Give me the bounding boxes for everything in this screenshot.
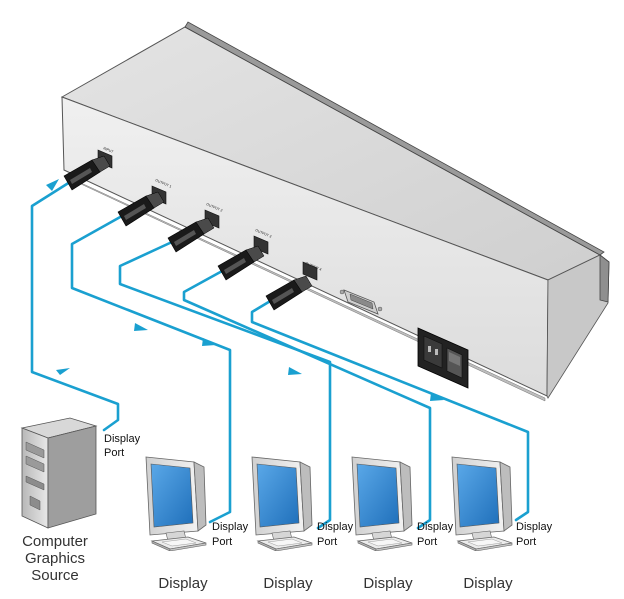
cable-arrow-icon <box>46 179 59 191</box>
source-caption: Computer Graphics Source <box>22 533 88 584</box>
output-port-4-label: OUTPUT 4 <box>305 261 322 271</box>
displayport-plug-out-3 <box>217 245 265 281</box>
displayport-plug-input <box>63 155 111 191</box>
output-cable-2 <box>118 240 332 530</box>
output-cable-4 <box>250 298 530 522</box>
monitor-1 <box>145 456 207 551</box>
output-cable-1 <box>70 214 232 524</box>
displayport-plug-out-1 <box>117 191 165 227</box>
input-cable <box>30 179 120 432</box>
cable-arrow-icon <box>430 393 444 401</box>
source-caption-line2: Graphics <box>25 550 85 567</box>
display-3-caption: Display <box>363 575 413 592</box>
output-port-3-label: OUTPUT 3 <box>255 228 272 238</box>
display-3-port-label: Display Port <box>417 521 454 548</box>
source-port-line1: Display <box>104 433 141 445</box>
display-4-port-label: Display Port <box>516 521 553 548</box>
svg-text:Port: Port <box>417 536 437 548</box>
cable-arrow-icon <box>202 338 216 346</box>
svg-text:Port: Port <box>516 536 536 548</box>
source-port-label: Display Port <box>104 433 141 459</box>
display-2-port-label: Display Port <box>317 521 354 548</box>
input-port-label: INPUT <box>103 146 115 154</box>
power-switch <box>446 347 463 379</box>
source-port-line2: Port <box>104 447 124 459</box>
monitor-2 <box>251 456 313 551</box>
source-caption-line3: Source <box>31 567 79 584</box>
cable-arrow-icon <box>56 368 70 375</box>
display-2-caption: Display <box>263 575 313 592</box>
monitor-3 <box>351 456 413 551</box>
display-1-port-label: Display Port <box>212 521 249 548</box>
display-1-caption: Display <box>158 575 208 592</box>
svg-text:Display: Display <box>516 521 553 533</box>
output-port-2-label: OUTPUT 2 <box>206 202 223 212</box>
computer-tower <box>20 417 98 529</box>
cable-arrow-icon <box>134 323 148 331</box>
svg-text:Display: Display <box>317 521 354 533</box>
cable-arrow-icon <box>288 367 302 375</box>
output-port-1-label: OUTPUT 1 <box>155 178 172 188</box>
rs232-port <box>339 289 383 315</box>
displayport-plug-out-4 <box>265 275 313 311</box>
output-cable-3 <box>182 268 432 530</box>
svg-text:Port: Port <box>212 536 232 548</box>
display-4-caption: Display <box>463 575 513 592</box>
output-port-4: OUTPUT 4 <box>302 261 322 281</box>
source-caption-line1: Computer <box>22 533 88 550</box>
monitor-4 <box>451 456 513 551</box>
displayport-plug-out-2 <box>167 217 215 253</box>
svg-text:Display: Display <box>212 521 249 533</box>
svg-text:Display: Display <box>417 521 454 533</box>
svg-text:Port: Port <box>317 536 337 548</box>
